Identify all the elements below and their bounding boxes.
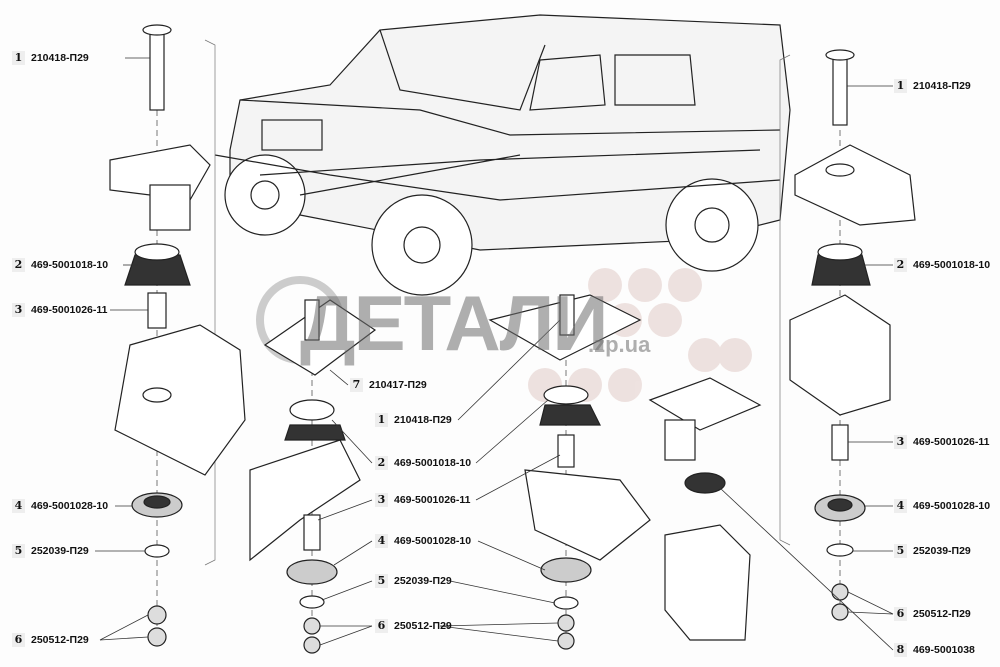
callout-left-6: 6 250512-П29 — [12, 633, 89, 647]
part-number-label: 469-5001028-10 — [394, 535, 472, 547]
center-mount-parts — [249, 294, 762, 654]
callout-number: 2 — [12, 258, 25, 272]
part-number-label: 469-5001018-10 — [394, 457, 472, 469]
part-number-label: 210418-П29 — [913, 80, 971, 92]
callout-number: 3 — [12, 303, 25, 317]
callout-left-4: 4 469-5001028-10 — [12, 499, 108, 513]
part-number-label: 469-5001018-10 — [31, 259, 109, 271]
callout-number: 2 — [375, 456, 388, 470]
callout-number: 1 — [12, 51, 25, 65]
callout-number: 7 — [350, 378, 363, 392]
callout-center-7: 7 210417-П29 — [350, 378, 427, 392]
part-number-label: 250512-П29 — [31, 634, 89, 646]
watermark-domain: .zp.ua — [588, 332, 651, 357]
callout-center-3: 3 469-5001026-11 — [375, 493, 471, 507]
callout-number: 8 — [894, 643, 907, 657]
part-number-label: 469-5001026-11 — [394, 494, 471, 506]
callout-center-6: 6 250512-П29 — [375, 619, 452, 633]
callout-center-1: 1 210418-П29 — [375, 413, 452, 427]
watermark-logo: ДЕТАЛИ — [300, 279, 608, 367]
part-number-label: 469-5001028-10 — [913, 500, 991, 512]
callout-right-1: 1 210418-П29 — [894, 79, 971, 93]
callout-number: 5 — [375, 574, 388, 588]
callout-right-8: 8 469-5001038 — [894, 643, 975, 657]
left-mount-parts — [109, 24, 246, 647]
part-number-label: 469-5001038 — [913, 644, 975, 656]
right-mount-parts — [789, 49, 916, 621]
leader-lines — [95, 57, 894, 651]
part-number-label: 210417-П29 — [369, 379, 427, 391]
part-number-label: 252039-П29 — [394, 575, 452, 587]
callout-number: 6 — [894, 607, 907, 621]
part-number-label: 252039-П29 — [31, 545, 89, 557]
callout-center-4: 4 469-5001028-10 — [375, 534, 471, 548]
part-number-label: 250512-П29 — [394, 620, 452, 632]
part-number-label: 210418-П29 — [394, 414, 452, 426]
callout-number: 3 — [894, 435, 907, 449]
callout-number: 2 — [894, 258, 907, 272]
callout-right-6: 6 250512-П29 — [894, 607, 971, 621]
part-number-label: 210418-П29 — [31, 52, 89, 64]
callout-center-5: 5 252039-П29 — [375, 574, 452, 588]
part-number-label: 469-5001028-10 — [31, 500, 109, 512]
callout-right-2: 2 469-5001018-10 — [894, 258, 990, 272]
part-number-label: 469-5001018-10 — [913, 259, 991, 271]
callout-center-2: 2 469-5001018-10 — [375, 456, 471, 470]
part-number-label: 252039-П29 — [913, 545, 971, 557]
callout-left-2: 2 469-5001018-10 — [12, 258, 108, 272]
part-number-label: 469-5001026-11 — [31, 304, 108, 316]
callout-number: 6 — [12, 633, 25, 647]
callout-number: 3 — [375, 493, 388, 507]
callout-number: 4 — [894, 499, 907, 513]
callout-number: 1 — [894, 79, 907, 93]
callout-number: 4 — [12, 499, 25, 513]
callout-number: 1 — [375, 413, 388, 427]
callout-number: 5 — [12, 544, 25, 558]
callout-left-5: 5 252039-П29 — [12, 544, 89, 558]
vehicle-illustration — [214, 14, 791, 296]
callout-number: 5 — [894, 544, 907, 558]
callout-right-5: 5 252039-П29 — [894, 544, 971, 558]
callout-left-1: 1 210418-П29 — [12, 51, 89, 65]
part-number-label: 250512-П29 — [913, 608, 971, 620]
callout-number: 6 — [375, 619, 388, 633]
callout-right-3: 3 469-5001026-11 — [894, 435, 990, 449]
part-number-label: 469-5001026-11 — [913, 436, 990, 448]
callout-left-3: 3 469-5001026-11 — [12, 303, 108, 317]
callout-number: 4 — [375, 534, 388, 548]
callout-right-4: 4 469-5001028-10 — [894, 499, 990, 513]
